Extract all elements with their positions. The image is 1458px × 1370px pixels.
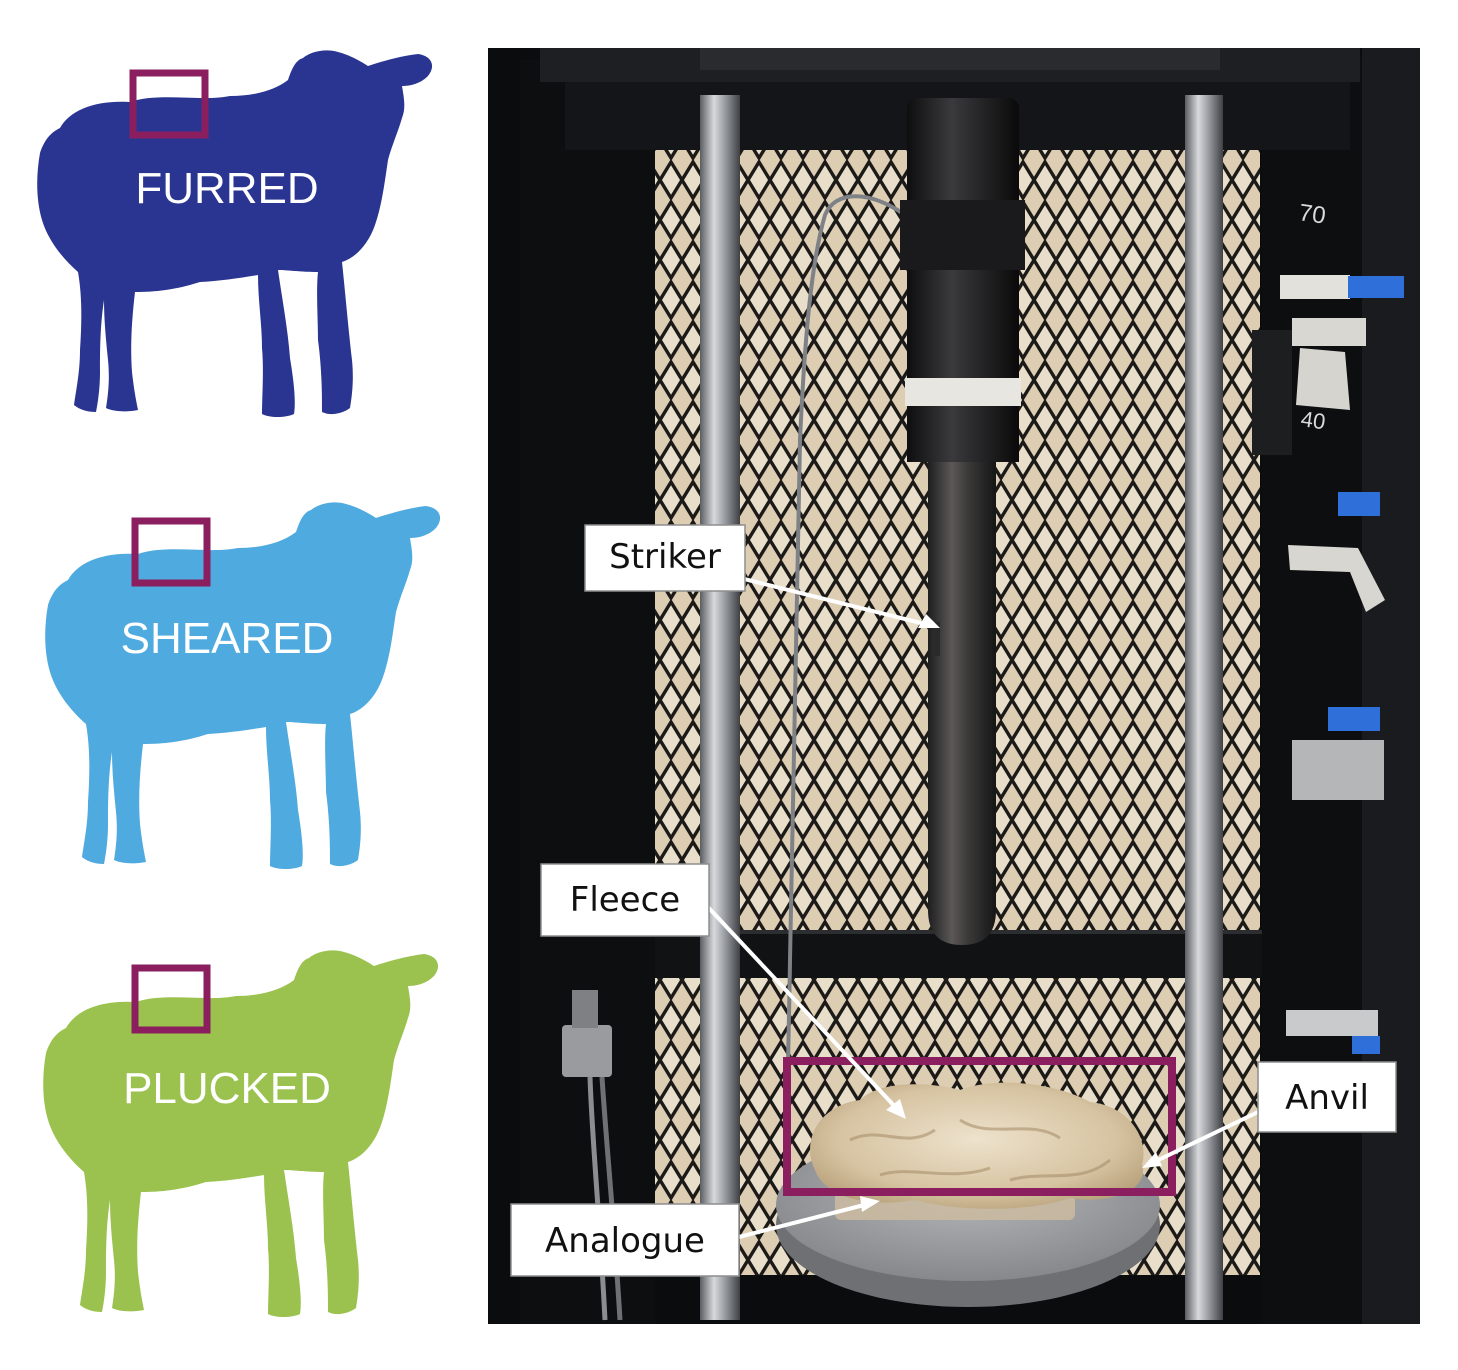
sheep-sheared-silhouette — [45, 502, 440, 869]
sheep-furred: FURRED — [37, 50, 432, 417]
scale-tape — [1292, 740, 1384, 800]
striker-rod — [928, 462, 996, 945]
guide-rod-left — [700, 95, 740, 1320]
blue-tape — [1352, 1036, 1380, 1054]
callout-anvil-label: Anvil — [1285, 1078, 1369, 1118]
sheep-furred-label: FURRED — [135, 164, 318, 213]
callout-striker-label: Striker — [609, 537, 721, 577]
sheep-furred-silhouette — [37, 50, 432, 417]
frame-column-right — [1262, 60, 1362, 1324]
scale-mark-40: 40 — [1299, 406, 1327, 434]
scale-tape — [1292, 318, 1366, 346]
white-band — [905, 378, 1021, 406]
scale-tape — [1280, 275, 1350, 299]
blue-tape — [1348, 276, 1404, 298]
callout-analogue-label: Analogue — [545, 1221, 705, 1261]
sheep-sheared-label: SHEARED — [121, 614, 334, 663]
sheep-sheared: SHEARED — [45, 502, 440, 869]
drop-tower-photo: 70 40 Striker Fleece Analogue Anv — [488, 48, 1420, 1324]
crossbar — [560, 932, 1280, 978]
frame-column-left — [520, 60, 655, 1324]
sheep-plucked-silhouette — [43, 950, 438, 1317]
connector — [562, 1025, 612, 1077]
scale-tape — [1296, 348, 1350, 410]
sheep-plucked-label: PLUCKED — [123, 1064, 331, 1113]
striker-housing — [907, 98, 1019, 210]
blue-tape — [1328, 707, 1380, 731]
blue-tape — [1338, 492, 1380, 516]
scale-mark-70: 70 — [1297, 199, 1327, 229]
striker-clamp — [900, 200, 1025, 270]
callout-fleece-label: Fleece — [570, 880, 680, 920]
sheep-plucked: PLUCKED — [43, 950, 438, 1317]
